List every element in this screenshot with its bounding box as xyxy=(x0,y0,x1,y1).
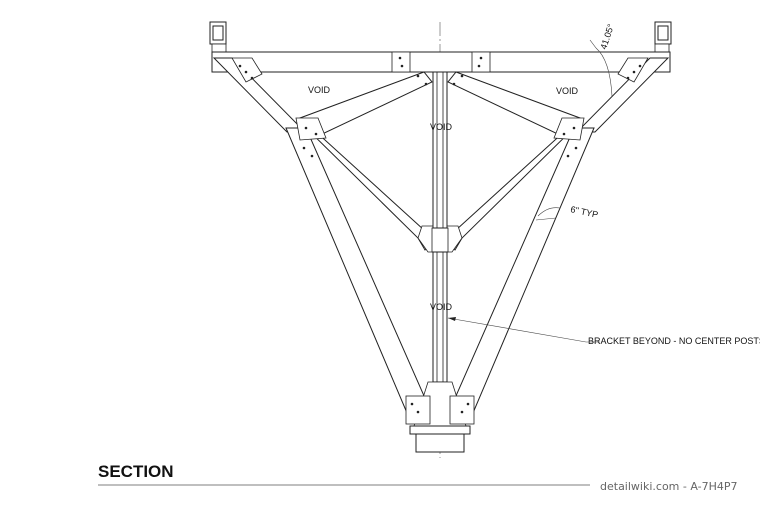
void-label-right: VOID xyxy=(556,86,579,96)
void-label-left: VOID xyxy=(308,85,331,95)
leg-bolts xyxy=(302,146,578,158)
right-knee-plate xyxy=(553,117,585,141)
angle-tick xyxy=(589,39,597,49)
center-top-node xyxy=(416,74,464,86)
bevel-arc xyxy=(537,207,561,217)
bevel-label: 6" TYP xyxy=(570,204,600,220)
section-title: SECTION xyxy=(98,462,174,481)
right-end-plate xyxy=(617,57,649,83)
callout-leader xyxy=(447,317,600,343)
base-bracket xyxy=(405,381,475,453)
left-knee-plate xyxy=(295,117,327,141)
center-post xyxy=(432,71,448,383)
void-label-center-top: VOID xyxy=(430,122,453,132)
angle-label: 41.05° xyxy=(598,22,616,50)
void-label-center-lower: VOID xyxy=(430,302,453,312)
callout-arrowhead xyxy=(448,317,456,321)
angle-arc xyxy=(595,47,613,97)
left-post-cap xyxy=(209,21,227,53)
v-node-plate xyxy=(431,227,449,253)
right-post-cap xyxy=(654,21,672,53)
bevel-tick xyxy=(535,217,557,221)
top-chord xyxy=(211,51,671,73)
left-end-plate xyxy=(231,57,263,83)
bracket-callout: BRACKET BEYOND - NO CENTER POSTS xyxy=(588,336,760,346)
credit-text: detailwiki.com - A-7H4P7 xyxy=(600,480,738,493)
